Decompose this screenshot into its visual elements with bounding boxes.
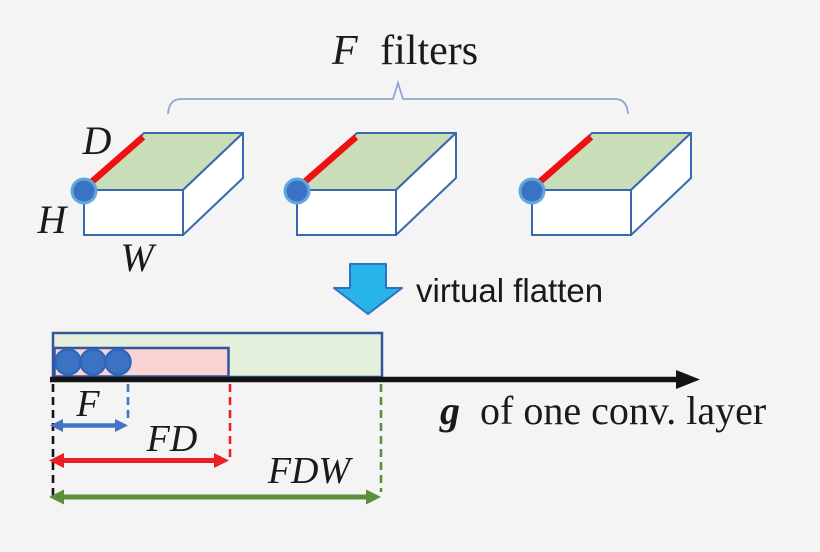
filters-word: filters <box>380 28 478 74</box>
measure-f: F <box>50 383 128 432</box>
measure-fd-label: FD <box>146 418 198 460</box>
axis-label-rest: of one conv. layer <box>480 388 766 433</box>
measure-fdw-arrowhead-left <box>49 489 64 505</box>
depth-dimension-label: D <box>82 118 112 163</box>
axis-label: g of one conv. layer <box>439 388 766 433</box>
flatten-step: virtual flatten <box>333 263 603 315</box>
width-dimension-label: W <box>120 235 157 280</box>
height-dimension-label: H <box>37 197 69 242</box>
measure-fdw-arrowhead-right <box>366 489 381 505</box>
header: F filters <box>167 28 629 115</box>
measure-fdw-label: FDW <box>267 450 354 492</box>
bar-dot-icon-1 <box>54 348 82 376</box>
axis: g of one conv. layer <box>50 370 766 433</box>
flatten-label: virtual flatten <box>416 272 603 309</box>
measure-f-arrowhead-right <box>115 419 128 432</box>
measure-fd-arrowhead-right <box>214 453 229 468</box>
measure-f-arrowhead-left <box>50 419 63 432</box>
measure-fd: FD <box>49 418 229 468</box>
brace-icon <box>167 79 629 115</box>
axis-symbol: g <box>439 388 460 433</box>
guide-lines <box>51 384 383 498</box>
flattened-bar <box>51 331 384 379</box>
measure-f-label: F <box>75 383 100 425</box>
measure-fd-arrowhead-left <box>49 453 64 468</box>
filters-count-symbol: F <box>331 28 358 74</box>
bar-dot-icon-3 <box>104 348 132 376</box>
bar-dot-icon-2 <box>79 348 107 376</box>
measure-fdw: FDW <box>49 450 381 505</box>
axis-arrowhead-icon <box>676 370 700 389</box>
filters-count-label: F filters <box>331 28 478 74</box>
down-arrow-icon <box>333 263 403 315</box>
